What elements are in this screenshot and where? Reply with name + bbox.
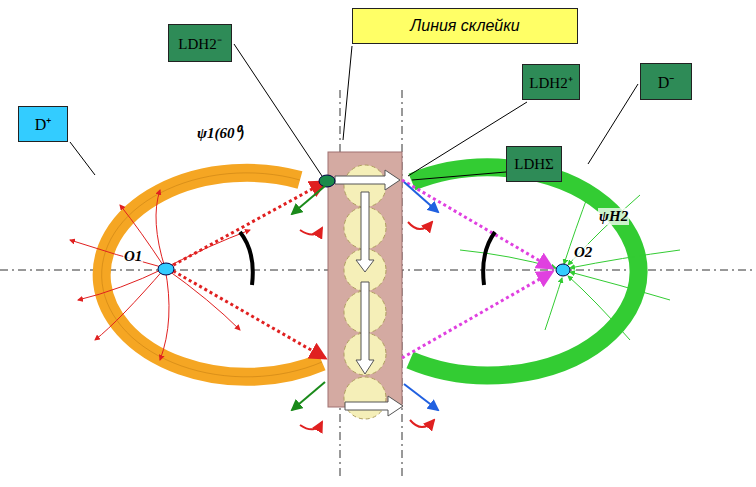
callout-text: D⁺	[35, 113, 52, 135]
glue-band	[328, 152, 402, 407]
callout-text: LDH2⁺	[529, 72, 572, 92]
callout-box: LDH2⁻	[168, 24, 232, 62]
angle-arc	[483, 232, 495, 285]
callout-text: Линия склейки	[410, 17, 519, 35]
callout-box: LDH2⁺	[522, 64, 580, 100]
callout-box: D⁺	[18, 106, 68, 142]
callout-text: LDH2⁻	[178, 33, 221, 53]
leader-lines	[70, 44, 638, 180]
angle-rays	[168, 182, 325, 358]
angle-arc	[240, 232, 253, 285]
callout-box: LDHΣ	[506, 146, 562, 182]
field-lines-right	[460, 190, 680, 340]
callout-text: LDHΣ	[514, 156, 554, 173]
field-lines-left	[70, 190, 250, 360]
flow-arrows	[335, 170, 403, 416]
domain-right	[410, 167, 639, 375]
center-point	[556, 264, 570, 276]
dislocation-circles	[344, 165, 386, 419]
center-point	[158, 263, 174, 275]
angle-label: ψH2	[598, 208, 629, 225]
defect-point	[319, 175, 335, 187]
angle-label: ψ1(60⁰)	[196, 122, 246, 142]
title-box: Линия склейки	[352, 8, 578, 44]
angle-rays	[402, 180, 552, 358]
vectors	[292, 182, 438, 429]
point-label: O2	[573, 244, 593, 261]
callout-text: D⁻	[658, 71, 675, 93]
point-label: O1	[123, 248, 143, 265]
domain-left	[102, 173, 322, 377]
callout-box: D⁻	[640, 63, 692, 100]
